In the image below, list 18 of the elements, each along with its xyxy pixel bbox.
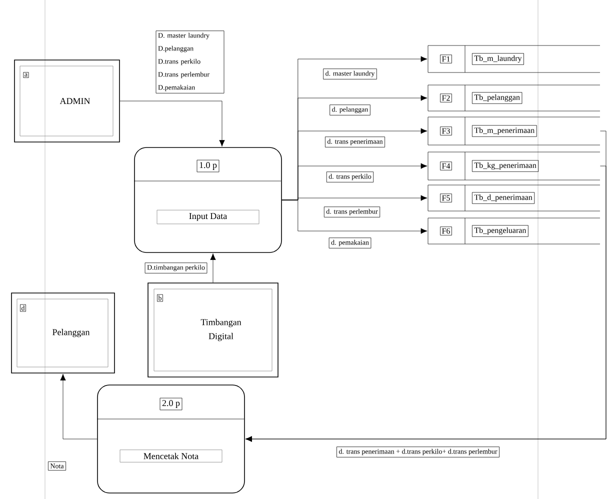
data-store: F4 Tb_kg_penerimaan xyxy=(428,152,600,180)
process-box: 2.0 p Mencetak Nota xyxy=(96,384,245,494)
data-store: F6 Tb_pengeluaran xyxy=(428,218,600,244)
node-label: F6 xyxy=(442,228,450,234)
data-store: F2 Tb_pelanggan xyxy=(428,84,600,112)
arrow xyxy=(210,253,216,283)
arrow xyxy=(282,200,428,234)
arrow xyxy=(120,100,225,147)
node-label: F5 xyxy=(442,195,450,201)
data-store: F5 Tb_d_penerimaan xyxy=(428,184,600,212)
node-label: F1 xyxy=(442,56,450,62)
data-store: F1 Tb_m_laundry xyxy=(428,45,600,73)
node-label: F2 xyxy=(442,95,450,101)
process-box: 1.0 p Input Data xyxy=(134,147,282,253)
data-store: F3 Tb_m_penerimaan xyxy=(428,116,600,146)
node-label: F3 xyxy=(442,128,450,134)
arrow xyxy=(60,374,98,440)
node-label: F4 xyxy=(442,163,450,169)
